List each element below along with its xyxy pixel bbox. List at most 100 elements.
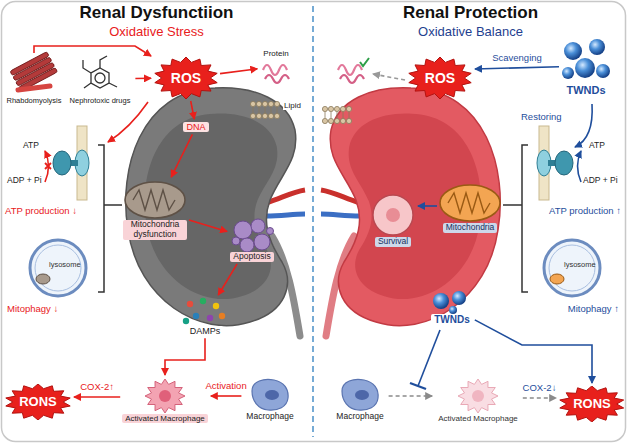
- icon-space: [230, 216, 274, 252]
- macrophage-drawing: [145, 379, 498, 413]
- connector: [171, 134, 192, 177]
- damps-icon: DAMPs: [183, 298, 227, 336]
- text-label: Mitophagy ↓: [6, 304, 59, 315]
- node-label: DNA: [183, 122, 208, 132]
- starburst-shape: [155, 57, 217, 99]
- connector: [523, 397, 556, 399]
- node-label: Macrophage: [243, 412, 296, 422]
- node-label: TWNDs: [563, 84, 608, 97]
- connector: [418, 205, 437, 207]
- connector: [475, 320, 592, 383]
- edge-label: COX-2↑: [78, 382, 116, 393]
- edge-label: Activation: [203, 381, 248, 392]
- node-label: Nephrotoxic drugs: [67, 97, 134, 106]
- node-label: Activated Macrophage: [435, 414, 521, 423]
- rhabdomyolysis-icon: [10, 52, 58, 92]
- connector: [135, 78, 151, 80]
- starburst-shape: [409, 57, 471, 99]
- kidney-right: [321, 88, 500, 336]
- apoptotic-cells: [232, 219, 274, 252]
- rons-burst: RONS: [5, 384, 71, 420]
- node-label: Mitochondria: [443, 223, 498, 233]
- kidney-left: [126, 88, 305, 336]
- text-label: ADP + Pi: [6, 176, 43, 186]
- icon-space: [261, 58, 291, 84]
- text-label: ATP: [22, 141, 40, 151]
- starburst-shape: [6, 384, 70, 420]
- panel-title: Renal Dysfunctiion: [0, 3, 313, 23]
- text-label: Mitophagy ↑: [567, 304, 620, 315]
- right-panel: Renal ProtectionOxidative BalanceROSTWND…: [314, 0, 627, 443]
- lysosome-drawing: [30, 240, 600, 296]
- icon-space: [14, 55, 54, 97]
- connector: [165, 338, 205, 375]
- macrophage-cell: Macrophage: [243, 378, 296, 422]
- pathway-arrow: [108, 74, 592, 389]
- protein-icon: Protein: [260, 49, 291, 84]
- survival-cell-drawing: [373, 195, 413, 235]
- lipid-bilayer: [250, 101, 351, 123]
- mitochondria-icon: Mitochondria dysfunction: [123, 180, 187, 240]
- drug-structure-icon: [83, 56, 117, 88]
- text-label: ATP production ↓: [4, 206, 78, 217]
- icon-space: [371, 193, 415, 237]
- connector: [475, 67, 559, 69]
- connector: [191, 101, 195, 119]
- edge-label: COX-2↓: [521, 383, 559, 394]
- dna-tag: DNA: [183, 122, 208, 132]
- icon-space: [250, 378, 290, 412]
- connector: [74, 396, 120, 398]
- icon-space: [561, 38, 611, 84]
- connector: [34, 46, 151, 56]
- text-label: Lipid: [283, 101, 302, 110]
- node-label: RONS: [570, 397, 614, 412]
- ros-burst: ROS: [154, 57, 218, 99]
- text-label: ATP: [588, 141, 606, 151]
- trigger-icon: Nephrotoxic drugs: [67, 52, 134, 106]
- panel-title: Renal Protection: [314, 3, 627, 23]
- connector: [389, 395, 433, 397]
- macrophage-cell: Activated Macrophage: [435, 378, 521, 423]
- text-label: lysosome: [48, 261, 82, 270]
- text-label: ATP production ↑: [548, 206, 622, 217]
- node-label: Protein: [260, 49, 291, 58]
- icon-space: [340, 378, 380, 412]
- panel-subtitle: Oxidative Stress: [0, 24, 313, 39]
- node-label: Rhabdomyolysis: [3, 97, 64, 106]
- damps-dots: [183, 298, 225, 324]
- node-label: Activated Macrophage: [122, 414, 208, 423]
- starburst-shape: [560, 386, 624, 422]
- icon-space: [144, 378, 186, 414]
- icon-space: [457, 378, 499, 414]
- text-label: ADP + Pi: [582, 176, 619, 186]
- rons-burst: RONS: [559, 386, 625, 422]
- connector: [211, 395, 242, 397]
- node-label: ROS: [422, 70, 458, 86]
- nanozyme-cluster: TWNDs: [561, 38, 611, 97]
- node-label: Macrophage: [333, 412, 386, 422]
- mitochondria-drawing: [125, 182, 500, 221]
- connector: [218, 264, 237, 295]
- bracket: [98, 145, 528, 292]
- macrophage-cell: Activated Macrophage: [122, 378, 208, 423]
- node-label: DAMPs: [187, 326, 224, 336]
- node-label: ROS: [168, 70, 204, 86]
- nanozyme-cluster: TWNDs: [431, 290, 473, 326]
- survival-cell: Survival: [371, 193, 415, 247]
- icon-space: [183, 298, 227, 326]
- atp-synthase: [45, 126, 581, 200]
- apoptosis-icon: Apoptosis: [230, 216, 274, 262]
- connector: [220, 69, 257, 74]
- icon-space: [124, 180, 186, 220]
- text-label: lysosome: [563, 261, 597, 270]
- node-label: Apoptosis: [230, 252, 273, 262]
- protein-icon: [263, 58, 369, 83]
- trigger-icon: Rhabdomyolysis: [3, 55, 64, 106]
- icon-space: [439, 183, 501, 223]
- icon-space: [78, 52, 122, 97]
- macrophage-cell: Macrophage: [333, 378, 386, 422]
